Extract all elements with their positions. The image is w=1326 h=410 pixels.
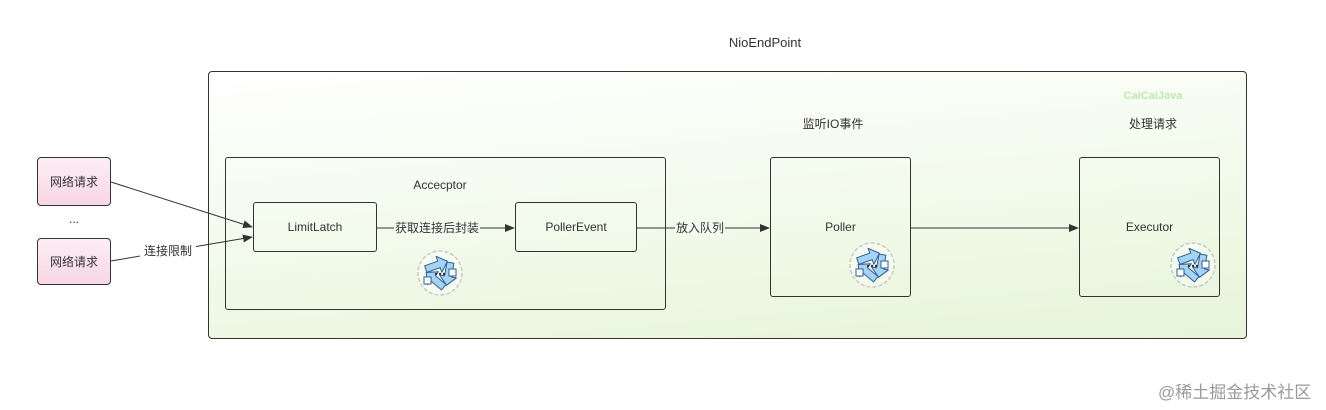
arrow-request-top-to-limitlatch <box>110 181 253 229</box>
nioendpoint-container <box>208 71 1247 339</box>
edge-label-wrap-after-accept: 获取连接后封装 <box>394 220 480 236</box>
container-watermark: CaiCaiJava <box>1123 90 1183 102</box>
poller-box: Poller <box>770 157 911 297</box>
poller-caption: 监听IO事件 <box>802 117 864 131</box>
executor-caption: 处理请求 <box>1128 117 1177 131</box>
network-request-box: 网络请求 <box>37 157 111 206</box>
footer-watermark: @稀土掘金技术社区 <box>1158 383 1312 402</box>
edge-label-connection-limit: 连接限制 <box>140 243 196 259</box>
executor-box: Executor <box>1079 157 1220 297</box>
network-request-box: 网络请求 <box>37 238 111 285</box>
limitlatch-box: LimitLatch <box>253 202 377 252</box>
pollerevent-box: PollerEvent <box>515 202 637 252</box>
acceptor-box <box>225 157 666 310</box>
request-ellipsis: ... <box>68 212 79 226</box>
edge-label-enqueue: 放入队列 <box>675 220 725 236</box>
diagram-title: NioEndPoint <box>728 35 802 50</box>
acceptor-label: Accecptor <box>413 178 467 192</box>
